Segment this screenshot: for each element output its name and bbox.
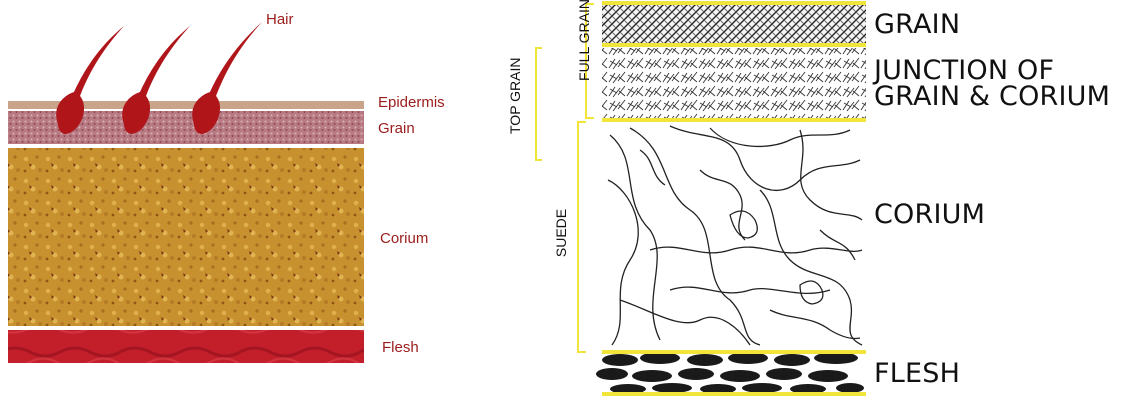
label-suede: SUEDE [553,206,569,260]
label-flesh: Flesh [382,339,419,356]
label-epidermis: Epidermis [378,94,445,111]
skin-cross-section: Hair Epidermis Grain Corium Flesh [0,0,520,397]
label-corium: Corium [380,230,428,247]
skin-layers-illustration [0,0,520,397]
junction-band [602,48,866,118]
corium-layer [8,148,364,326]
label-grain: Grain [378,120,415,137]
label-top-grain: TOP GRAIN [507,58,523,134]
corium-fibers [608,126,862,345]
label-flesh-right: FLESH [874,361,960,387]
label-hair: Hair [266,11,294,28]
label-grain-right: GRAIN [874,12,960,38]
label-full-grain: FULL GRAIN [576,0,592,82]
leather-cross-section: FULL GRAIN TOP GRAIN SUEDE GRAIN JUNCTIO… [500,0,1129,397]
grain-band [602,4,866,44]
label-corium-right: CORIUM [874,202,985,228]
label-junction-line2: GRAIN & CORIUM [874,84,1110,110]
flesh-layer [8,330,364,363]
flesh-blobs [596,352,864,394]
